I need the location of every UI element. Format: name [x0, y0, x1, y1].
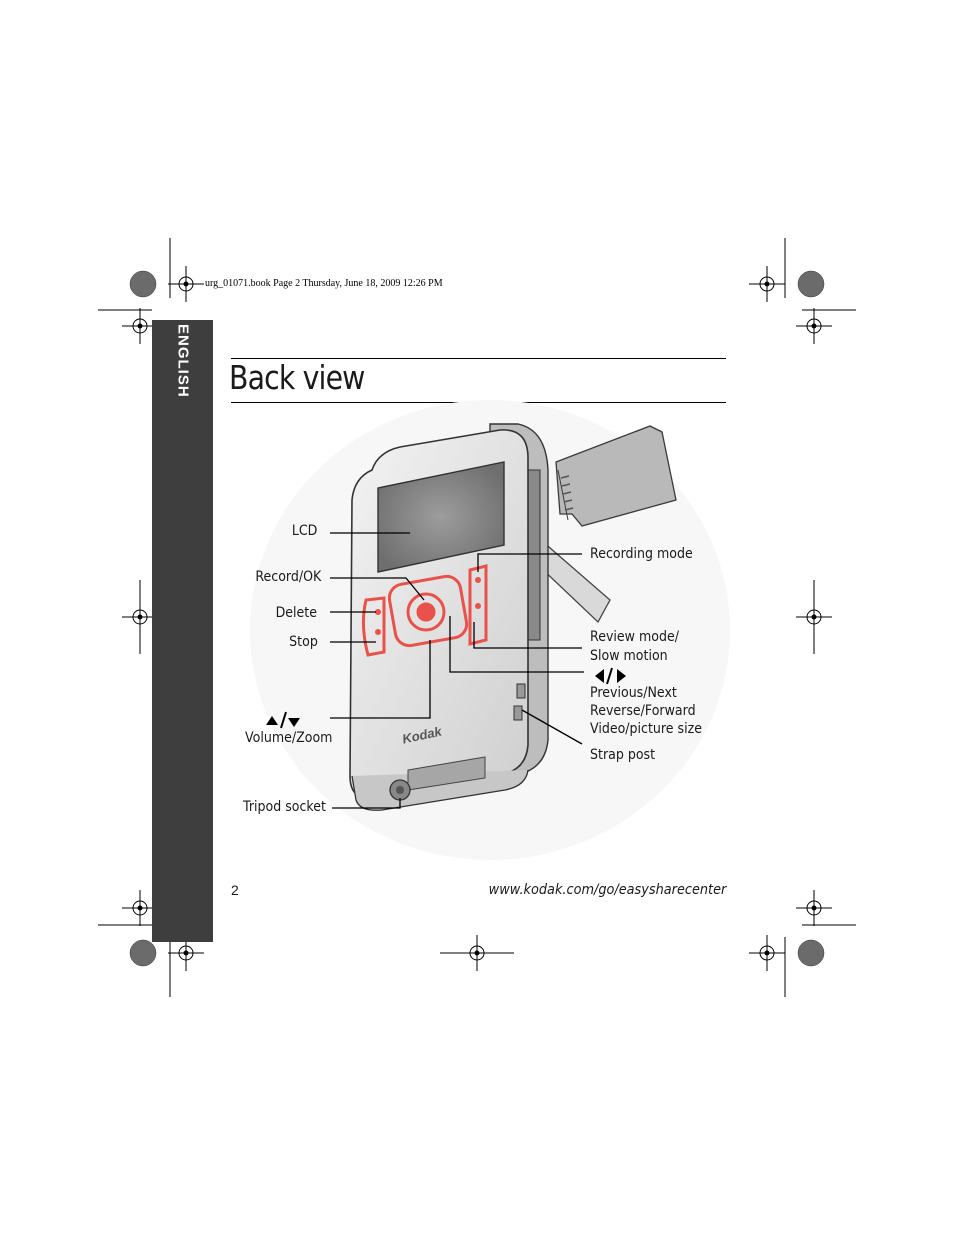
title-rule-top: [231, 358, 726, 359]
side-tab-label: ENGLISH: [174, 324, 192, 398]
callout-delete: Delete: [275, 605, 317, 621]
print-header: urg_01071.book Page 2 Thursday, June 18,…: [205, 278, 443, 289]
red-button-outlines: [361, 564, 488, 657]
callout-stop: Stop: [289, 634, 318, 650]
callout-video-picture-size: Video/picture size: [590, 721, 702, 737]
callout-slow-motion: Slow motion: [590, 648, 668, 664]
footer-url[interactable]: www.kodak.com/go/easysharecenter: [488, 882, 726, 898]
callout-recording-mode: Recording mode: [590, 546, 693, 562]
callout-record-ok: Record/OK: [255, 569, 321, 585]
callout-review-mode: Review mode/: [590, 629, 679, 645]
callout-reverse-forward: Reverse/Forward: [590, 703, 696, 719]
page-title: Back view: [229, 358, 365, 397]
callout-tripod-socket: Tripod socket: [243, 799, 326, 815]
callout-previous-next: Previous/Next: [590, 685, 677, 701]
callout-strap-post: Strap post: [590, 747, 656, 763]
callout-volume-zoom: Volume/Zoom: [245, 730, 333, 746]
side-language-tab: [152, 320, 213, 942]
callout-lcd: LCD: [291, 523, 317, 539]
page-number: 2: [231, 882, 239, 898]
sd-card: [555, 425, 677, 527]
